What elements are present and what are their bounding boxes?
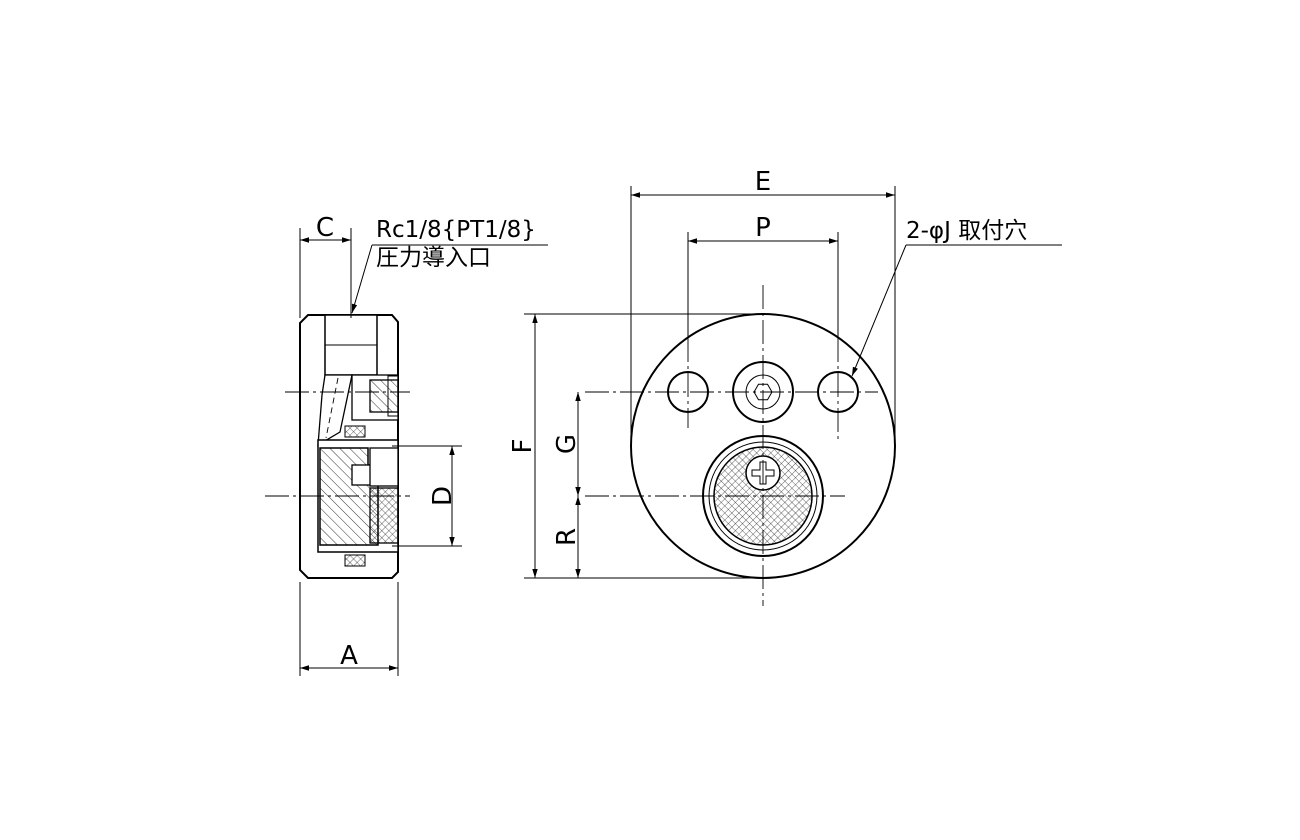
seal-top (344, 425, 366, 438)
label-d: D (428, 486, 458, 506)
port-name-text: 圧力導入口 (376, 245, 491, 271)
label-p: P (755, 213, 771, 243)
dimension-d: D (392, 445, 462, 547)
side-section-view (265, 314, 410, 579)
side-body-outline (299, 314, 399, 579)
label-g: G (552, 434, 582, 454)
dimension-g: G (552, 392, 582, 496)
dimension-e: E (630, 167, 896, 446)
mount-hole-callout: 2-φJ 取付穴 (851, 218, 1062, 377)
dimension-f: F (508, 313, 763, 579)
label-r: R (552, 528, 582, 546)
side-filter-element (369, 487, 399, 544)
label-c: C (316, 213, 334, 243)
dimension-r: R (552, 496, 582, 578)
port-callout: Rc1/8{PT1/8} 圧力導入口 (351, 217, 548, 314)
side-fitting (369, 379, 399, 413)
dimension-p: P (687, 213, 839, 338)
dimension-c: C (299, 213, 352, 318)
phillips-cross (751, 461, 775, 485)
label-e: E (755, 167, 771, 197)
label-f: F (508, 439, 538, 454)
side-cap (369, 447, 399, 487)
passage-hidden-line (325, 377, 339, 439)
mount-hole-text: 2-φJ 取付穴 (906, 218, 1027, 244)
side-fitting-cap (387, 375, 399, 417)
dimension-a: A (299, 582, 399, 676)
port-thread-text: Rc1/8{PT1/8} (376, 217, 536, 243)
seal-bottom (344, 554, 366, 567)
label-a: A (340, 641, 358, 671)
